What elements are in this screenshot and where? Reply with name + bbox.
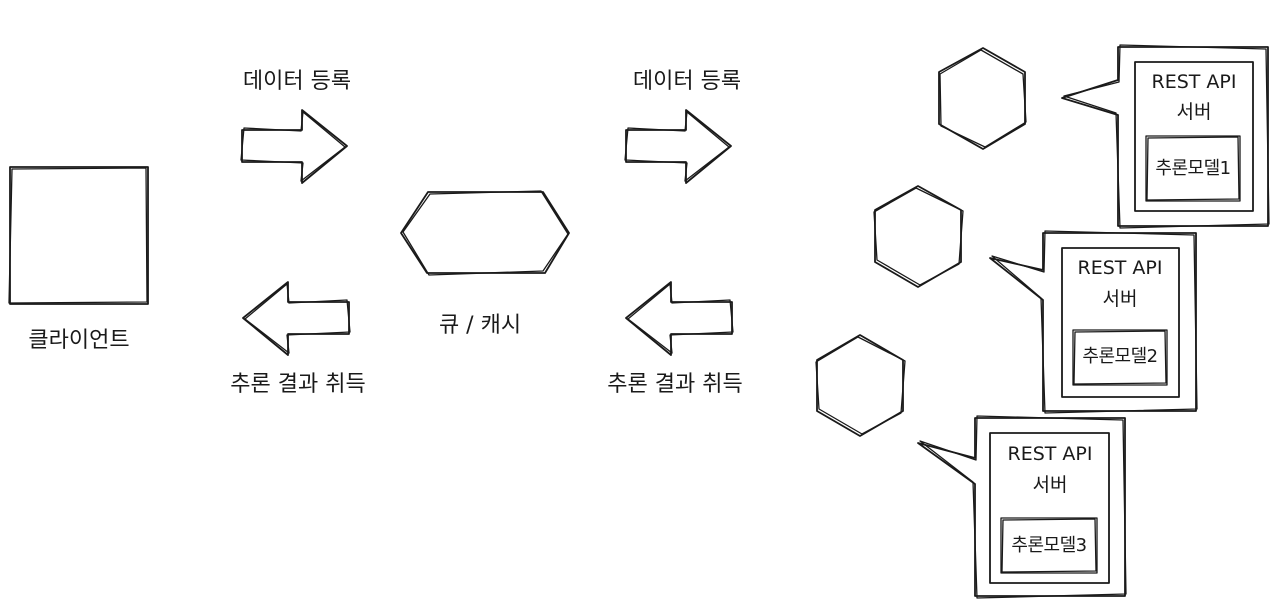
register-label-right: 데이터 등록 <box>632 69 742 94</box>
server-3-model: 추론모델3 <box>1011 535 1087 556</box>
server-2-title: REST API <box>1077 257 1163 279</box>
register-arrow-left <box>241 109 348 184</box>
fetch-label-right: 추론 결과 취득 <box>607 372 743 397</box>
fetch-arrow-right <box>625 281 733 356</box>
node-hexagon-1 <box>938 47 1027 150</box>
server-2-model: 추론모델2 <box>1082 346 1158 367</box>
server-callout-3 <box>917 415 1127 599</box>
server-3-subtitle: 서버 <box>1032 474 1068 496</box>
server-1-title: REST API <box>1151 71 1237 93</box>
server-callout-2 <box>989 230 1198 414</box>
node-hexagon-3 <box>815 334 906 437</box>
fetch-label-left: 추론 결과 취득 <box>230 372 366 397</box>
client-label: 클라이언트 <box>28 328 130 353</box>
node-hexagon-2 <box>873 185 964 288</box>
client-box <box>8 166 149 305</box>
queue-label: 큐 / 캐시 <box>438 313 522 338</box>
fetch-arrow-left <box>242 281 350 356</box>
server-callout-1 <box>1061 44 1270 229</box>
server-1-model: 추론모델1 <box>1155 158 1231 179</box>
server-3-title: REST API <box>1007 443 1093 465</box>
server-1-subtitle: 서버 <box>1176 101 1212 123</box>
server-2-subtitle: 서버 <box>1102 288 1138 310</box>
register-label-left: 데이터 등록 <box>242 69 352 94</box>
register-arrow-right <box>625 109 732 184</box>
queue-hexagon <box>400 190 570 276</box>
